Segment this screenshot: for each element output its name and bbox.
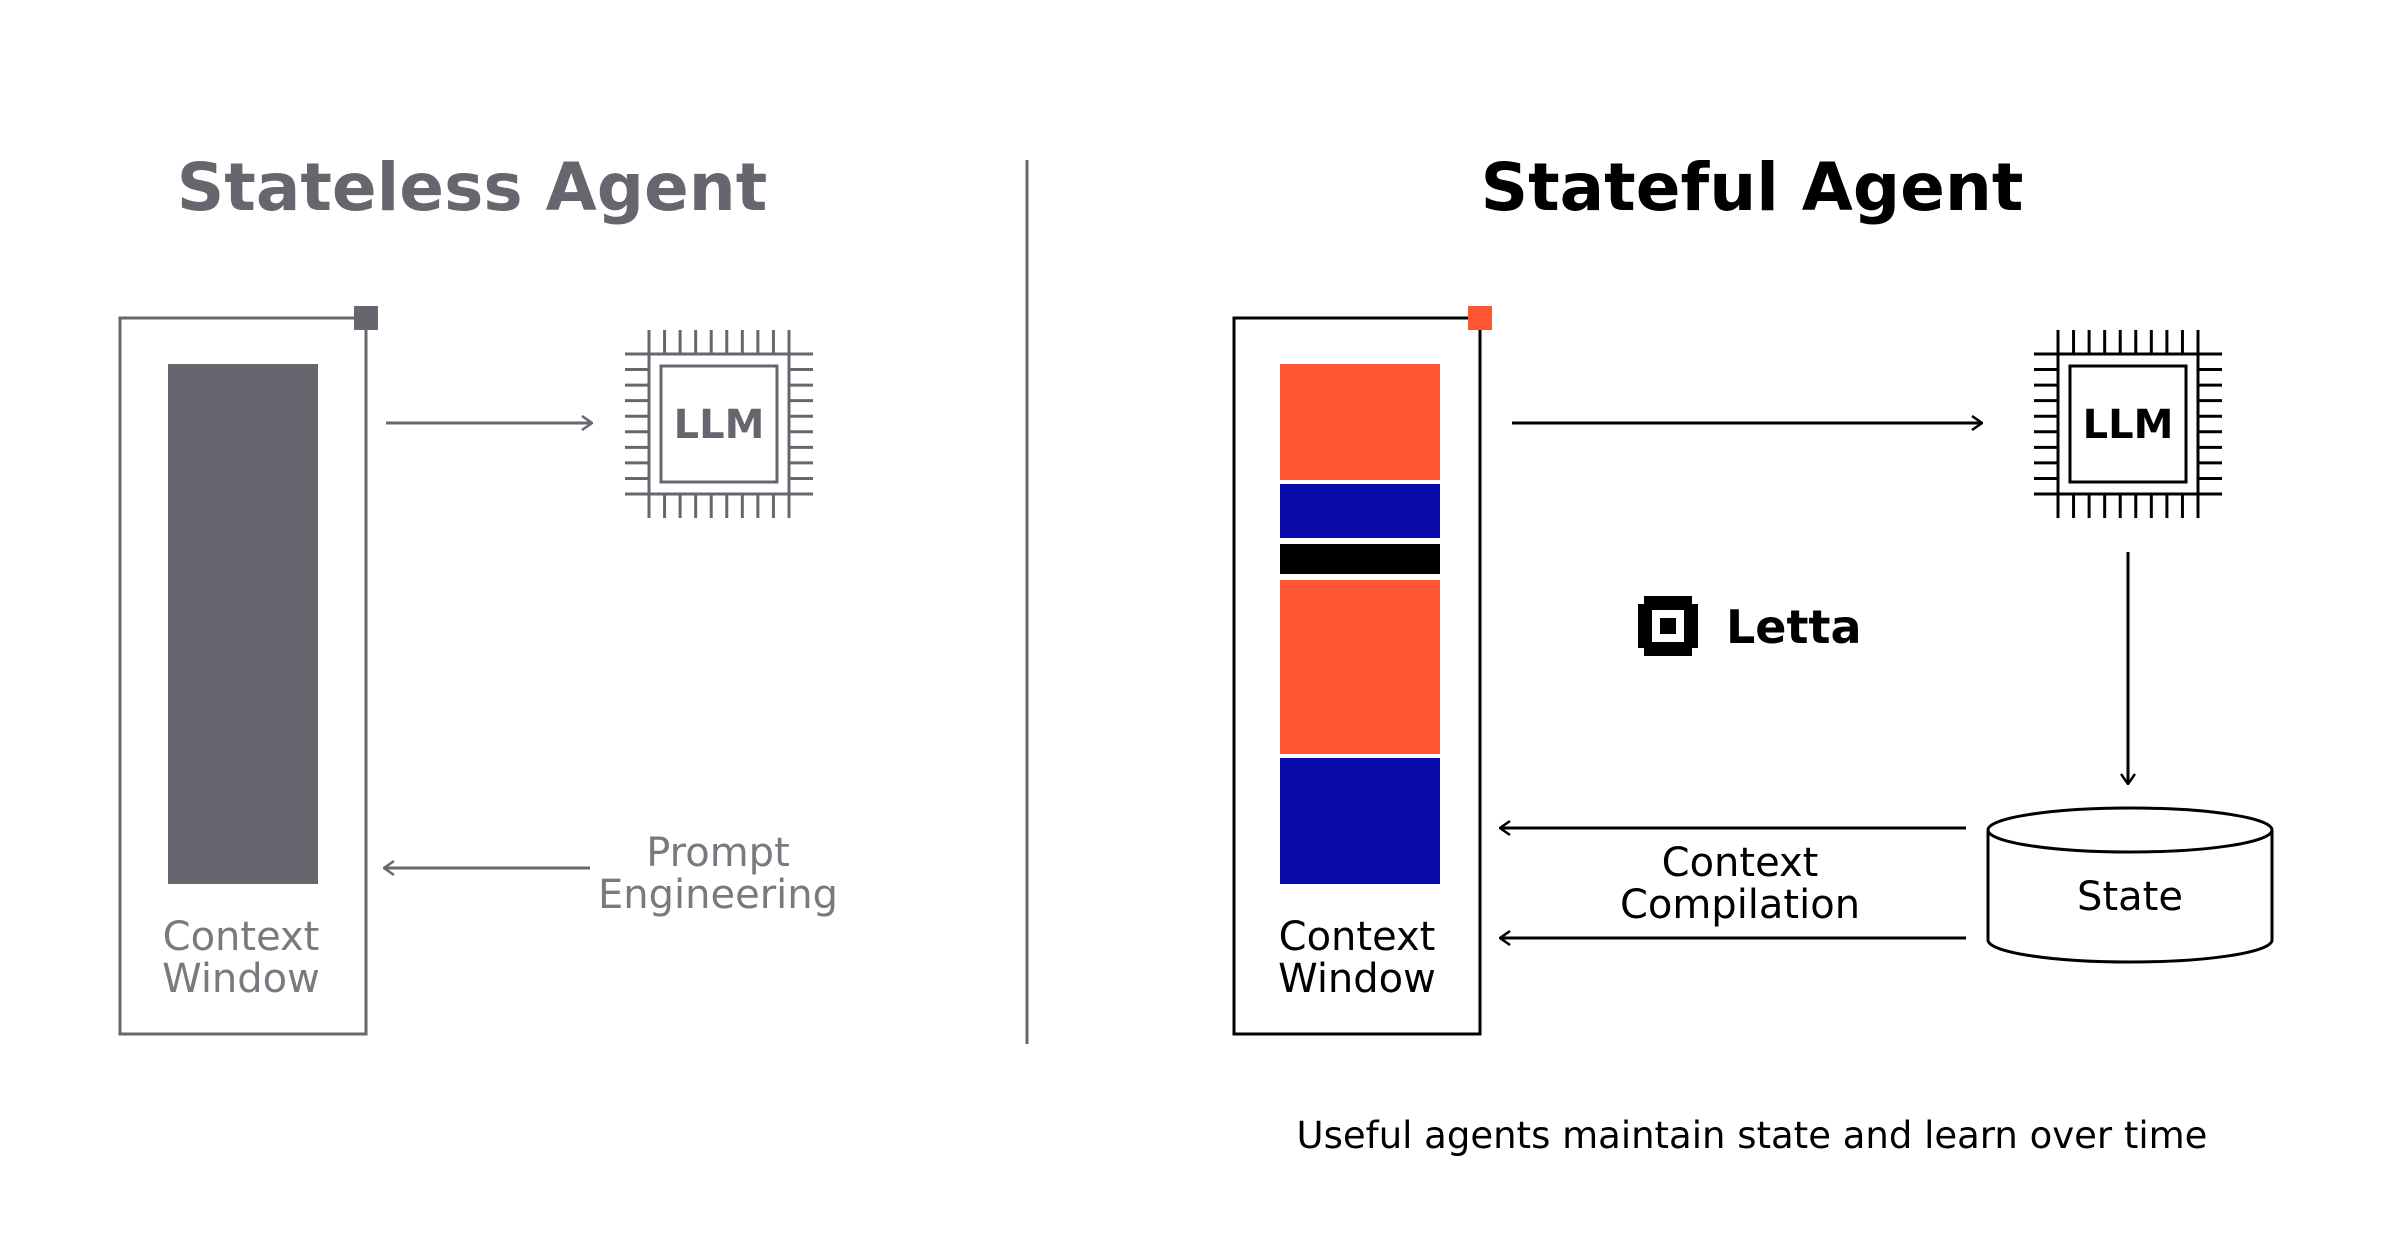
context-segment-blue-2 [1280,758,1440,884]
stateful-context-label-line1: Context [1279,914,1436,960]
stateless-context-window: Context Window [118,306,378,1036]
context-segment-blue-1 [1280,484,1440,538]
context-compilation-label-line1: Context [1662,840,1819,886]
stateful-context-label-line2: Window [1278,956,1436,1002]
stateless-agent-title: Stateless Agent [177,149,768,226]
state-database-cylinder: State [1986,806,2274,964]
context-segment-orange-2 [1280,580,1440,754]
stateless-llm-chip [625,330,813,518]
stateful-llm-chip [2034,330,2222,518]
diagram-caption: Useful agents maintain state and learn o… [1297,1114,2208,1157]
stateful-context-corner-marker [1468,306,1492,330]
letta-logo-icon [1638,596,1698,656]
context-segment-orange-1 [1280,364,1440,480]
stateless-llm-label: LLM [674,402,765,448]
stateless-context-fill-block [168,364,318,884]
context-compilation-label-line2: Compilation [1620,882,1860,928]
stateful-context-window: Context Window [1232,306,1492,1036]
chip-outer-frame [2056,352,2200,496]
chip-inner-frame [659,364,779,484]
chip-inner-frame [2068,364,2188,484]
stateless-context-label-line1: Context [163,914,320,960]
letta-brand-name: Letta [1726,600,1862,654]
stateless-context-label-line2: Window [162,956,320,1002]
stateful-agent-title: Stateful Agent [1481,149,2024,226]
stateful-llm-label: LLM [2083,402,2174,448]
prompt-engineering-label-line1: Prompt [646,830,790,876]
context-segment-black [1280,544,1440,574]
stateless-context-corner-marker [354,306,378,330]
chip-outer-frame [647,352,791,496]
state-label: State [2077,874,2183,920]
prompt-engineering-label-line2: Engineering [598,872,838,918]
